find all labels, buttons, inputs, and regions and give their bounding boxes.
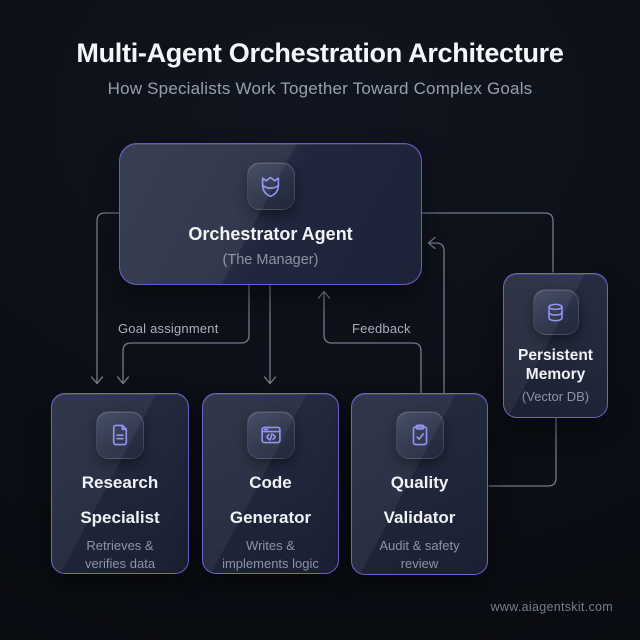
node-desc-line: review [400,556,439,572]
node-title-line: Specialist [80,507,160,527]
node-title-line: Research [81,473,159,492]
footer-url: www.aiagentskit.com [490,600,613,614]
node-desc-line: Retrieves & [86,538,154,554]
node-research-specialist: Research Specialist Retrieves & verifies… [51,393,189,574]
document-icon [112,424,128,446]
node-orchestrator-agent: Orchestrator Agent (The Manager) [119,143,422,285]
node-title-line: Validator [383,507,456,527]
node-title-line: Quality [390,473,449,492]
arrowhead-down-icon [116,376,130,385]
icon-tile [96,411,144,459]
arrowhead-up-icon [317,290,331,299]
arrowhead-left-icon [427,236,436,250]
node-quality-validator: Quality Validator Audit & safety review [351,393,488,575]
node-title-line: Persistent [518,347,593,364]
edge-feedback [323,291,422,394]
edge-label-feedback: Feedback [352,321,411,336]
node-title-line: Generator [229,507,312,527]
node-persistent-memory: Persistent Memory (Vector DB) [503,273,608,418]
edge-orchestrator-to-research-left [96,212,120,384]
icon-tile [246,162,295,210]
arrowhead-down-icon [90,376,104,385]
header: Multi-Agent Orchestration Architecture H… [0,38,640,99]
page-title: Multi-Agent Orchestration Architecture [76,38,564,68]
database-icon [548,303,563,321]
edge-memory-to-validator [488,417,557,487]
node-subtitle: (Vector DB) [521,388,590,404]
node-title-line: Code [249,473,292,492]
icon-tile [395,411,444,459]
page-subtitle: How Specialists Work Together Toward Com… [107,79,533,98]
shield-crown-icon [261,176,280,197]
node-title: Orchestrator Agent [188,224,353,244]
node-subtitle: (The Manager) [222,251,319,268]
node-desc-line: Audit & safety [379,538,460,554]
node-desc-line: implements logic [222,556,319,572]
icon-tile [532,289,579,335]
node-desc-line: verifies data [84,556,156,572]
arrowhead-down-icon [263,376,277,385]
edge-validator-to-orchestrator [428,242,445,394]
code-window-icon [260,426,281,444]
edge-label-goal-assignment: Goal assignment [118,321,219,336]
icon-tile [246,411,295,459]
clipboard-check-icon [412,424,427,446]
node-code-generator: Code Generator Writes & implements logic [202,393,339,574]
edge-orchestrator-to-memory [421,212,554,273]
node-title-line: Memory [525,365,586,383]
node-desc-line: Writes & [246,538,295,554]
